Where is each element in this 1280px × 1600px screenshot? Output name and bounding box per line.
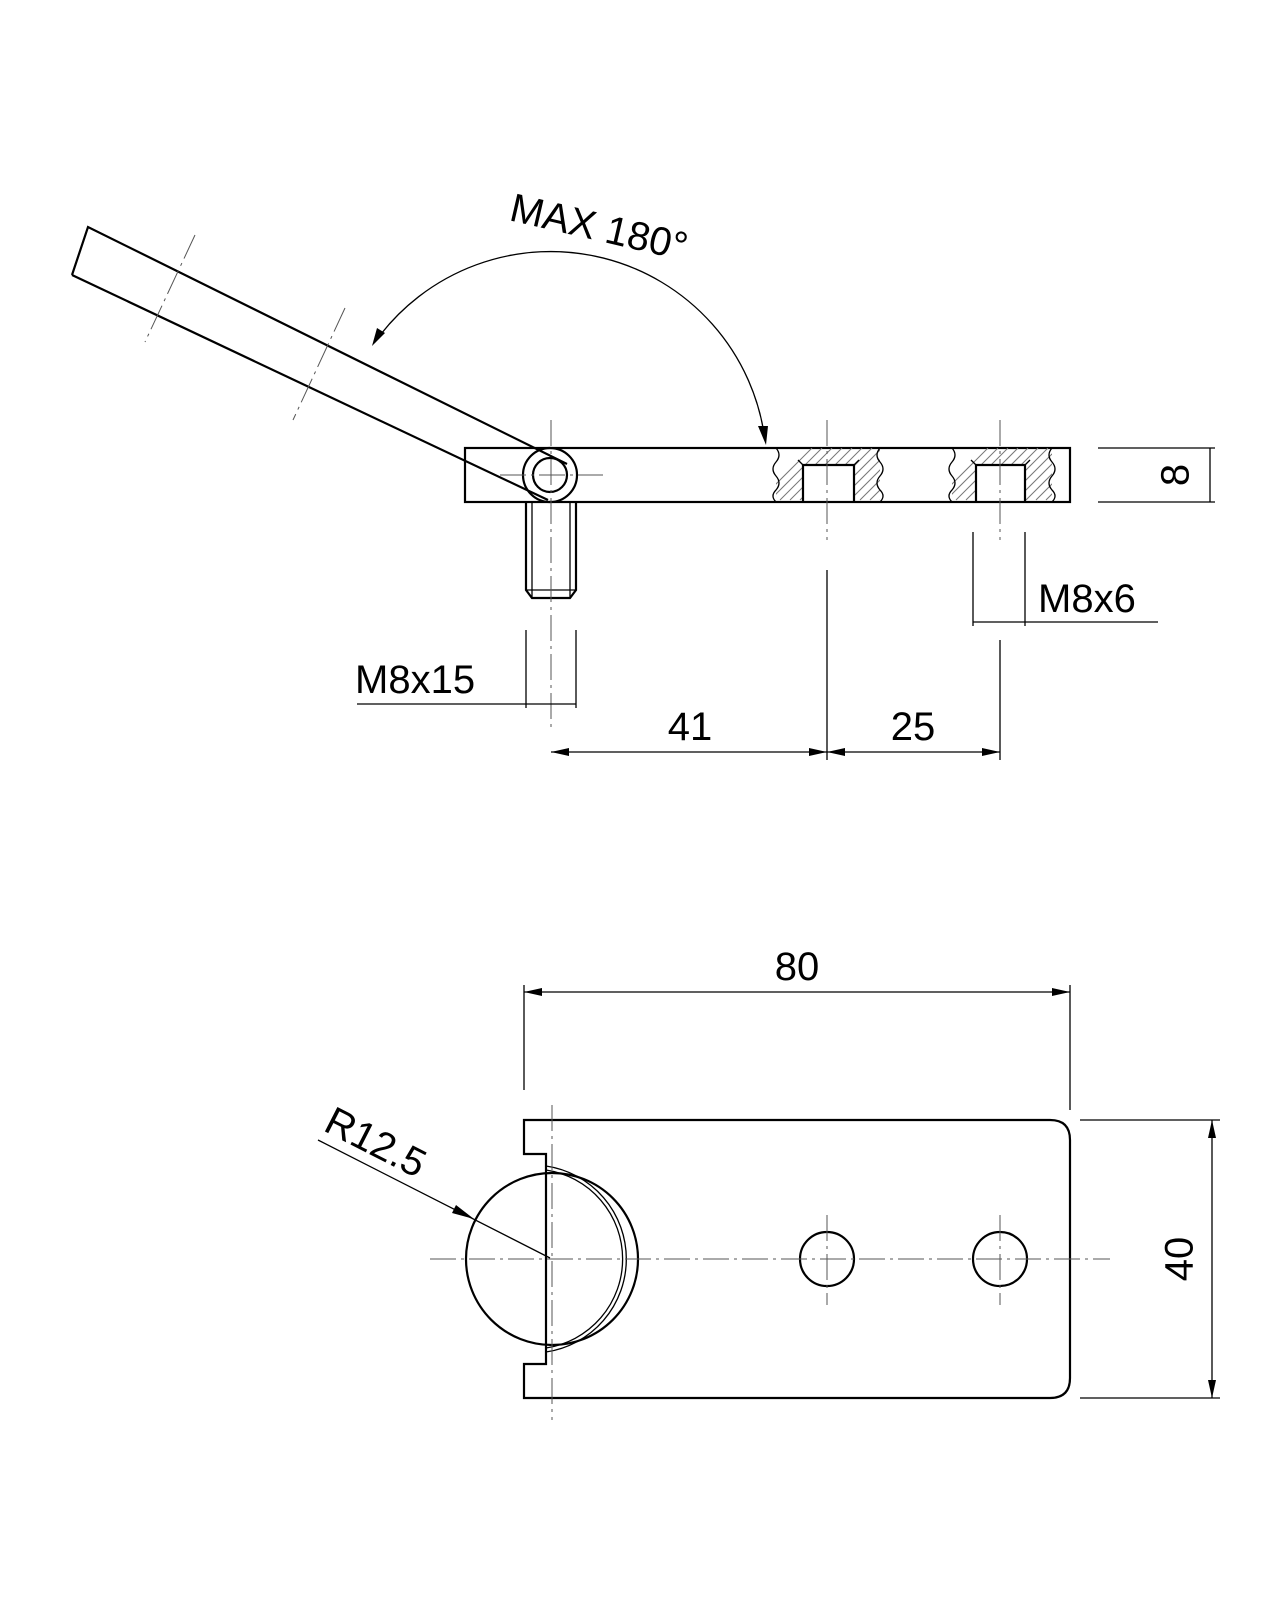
- thickness-dimension: 8: [1098, 447, 1215, 503]
- stud-thread-callout: M8x15: [355, 630, 577, 708]
- length-dimension: 80: [523, 945, 1071, 1110]
- length-label: 80: [775, 945, 820, 989]
- hole-spacing-dimensions: 41 25: [551, 570, 1001, 760]
- thickness-label: 8: [1154, 464, 1198, 486]
- plate-side: [463, 446, 1072, 504]
- angle-dimension: MAX 180°: [372, 186, 768, 445]
- width-dimension: 40: [1080, 1119, 1220, 1399]
- dim-25-label: 25: [891, 705, 936, 749]
- dim-41-label: 41: [668, 705, 713, 749]
- radius-dimension: R12.5: [317, 1099, 551, 1259]
- stud-thread-label: M8x15: [355, 658, 475, 702]
- threaded-stud: [524, 420, 578, 730]
- tapped-hole-2: [948, 420, 1056, 540]
- tapped-hole-1: [772, 420, 884, 540]
- side-view: MAX 180° 8 M8x6 M8x15: [70, 186, 1215, 760]
- plate-outline: [522, 1118, 1072, 1400]
- top-view: 80 40 R12.5: [317, 945, 1220, 1420]
- hole-thread-callout: M8x6: [972, 532, 1158, 626]
- radius-label: R12.5: [318, 1099, 433, 1187]
- width-label: 40: [1158, 1237, 1202, 1282]
- swung-leaf: [70, 225, 568, 501]
- hole-thread-label: M8x6: [1038, 577, 1136, 621]
